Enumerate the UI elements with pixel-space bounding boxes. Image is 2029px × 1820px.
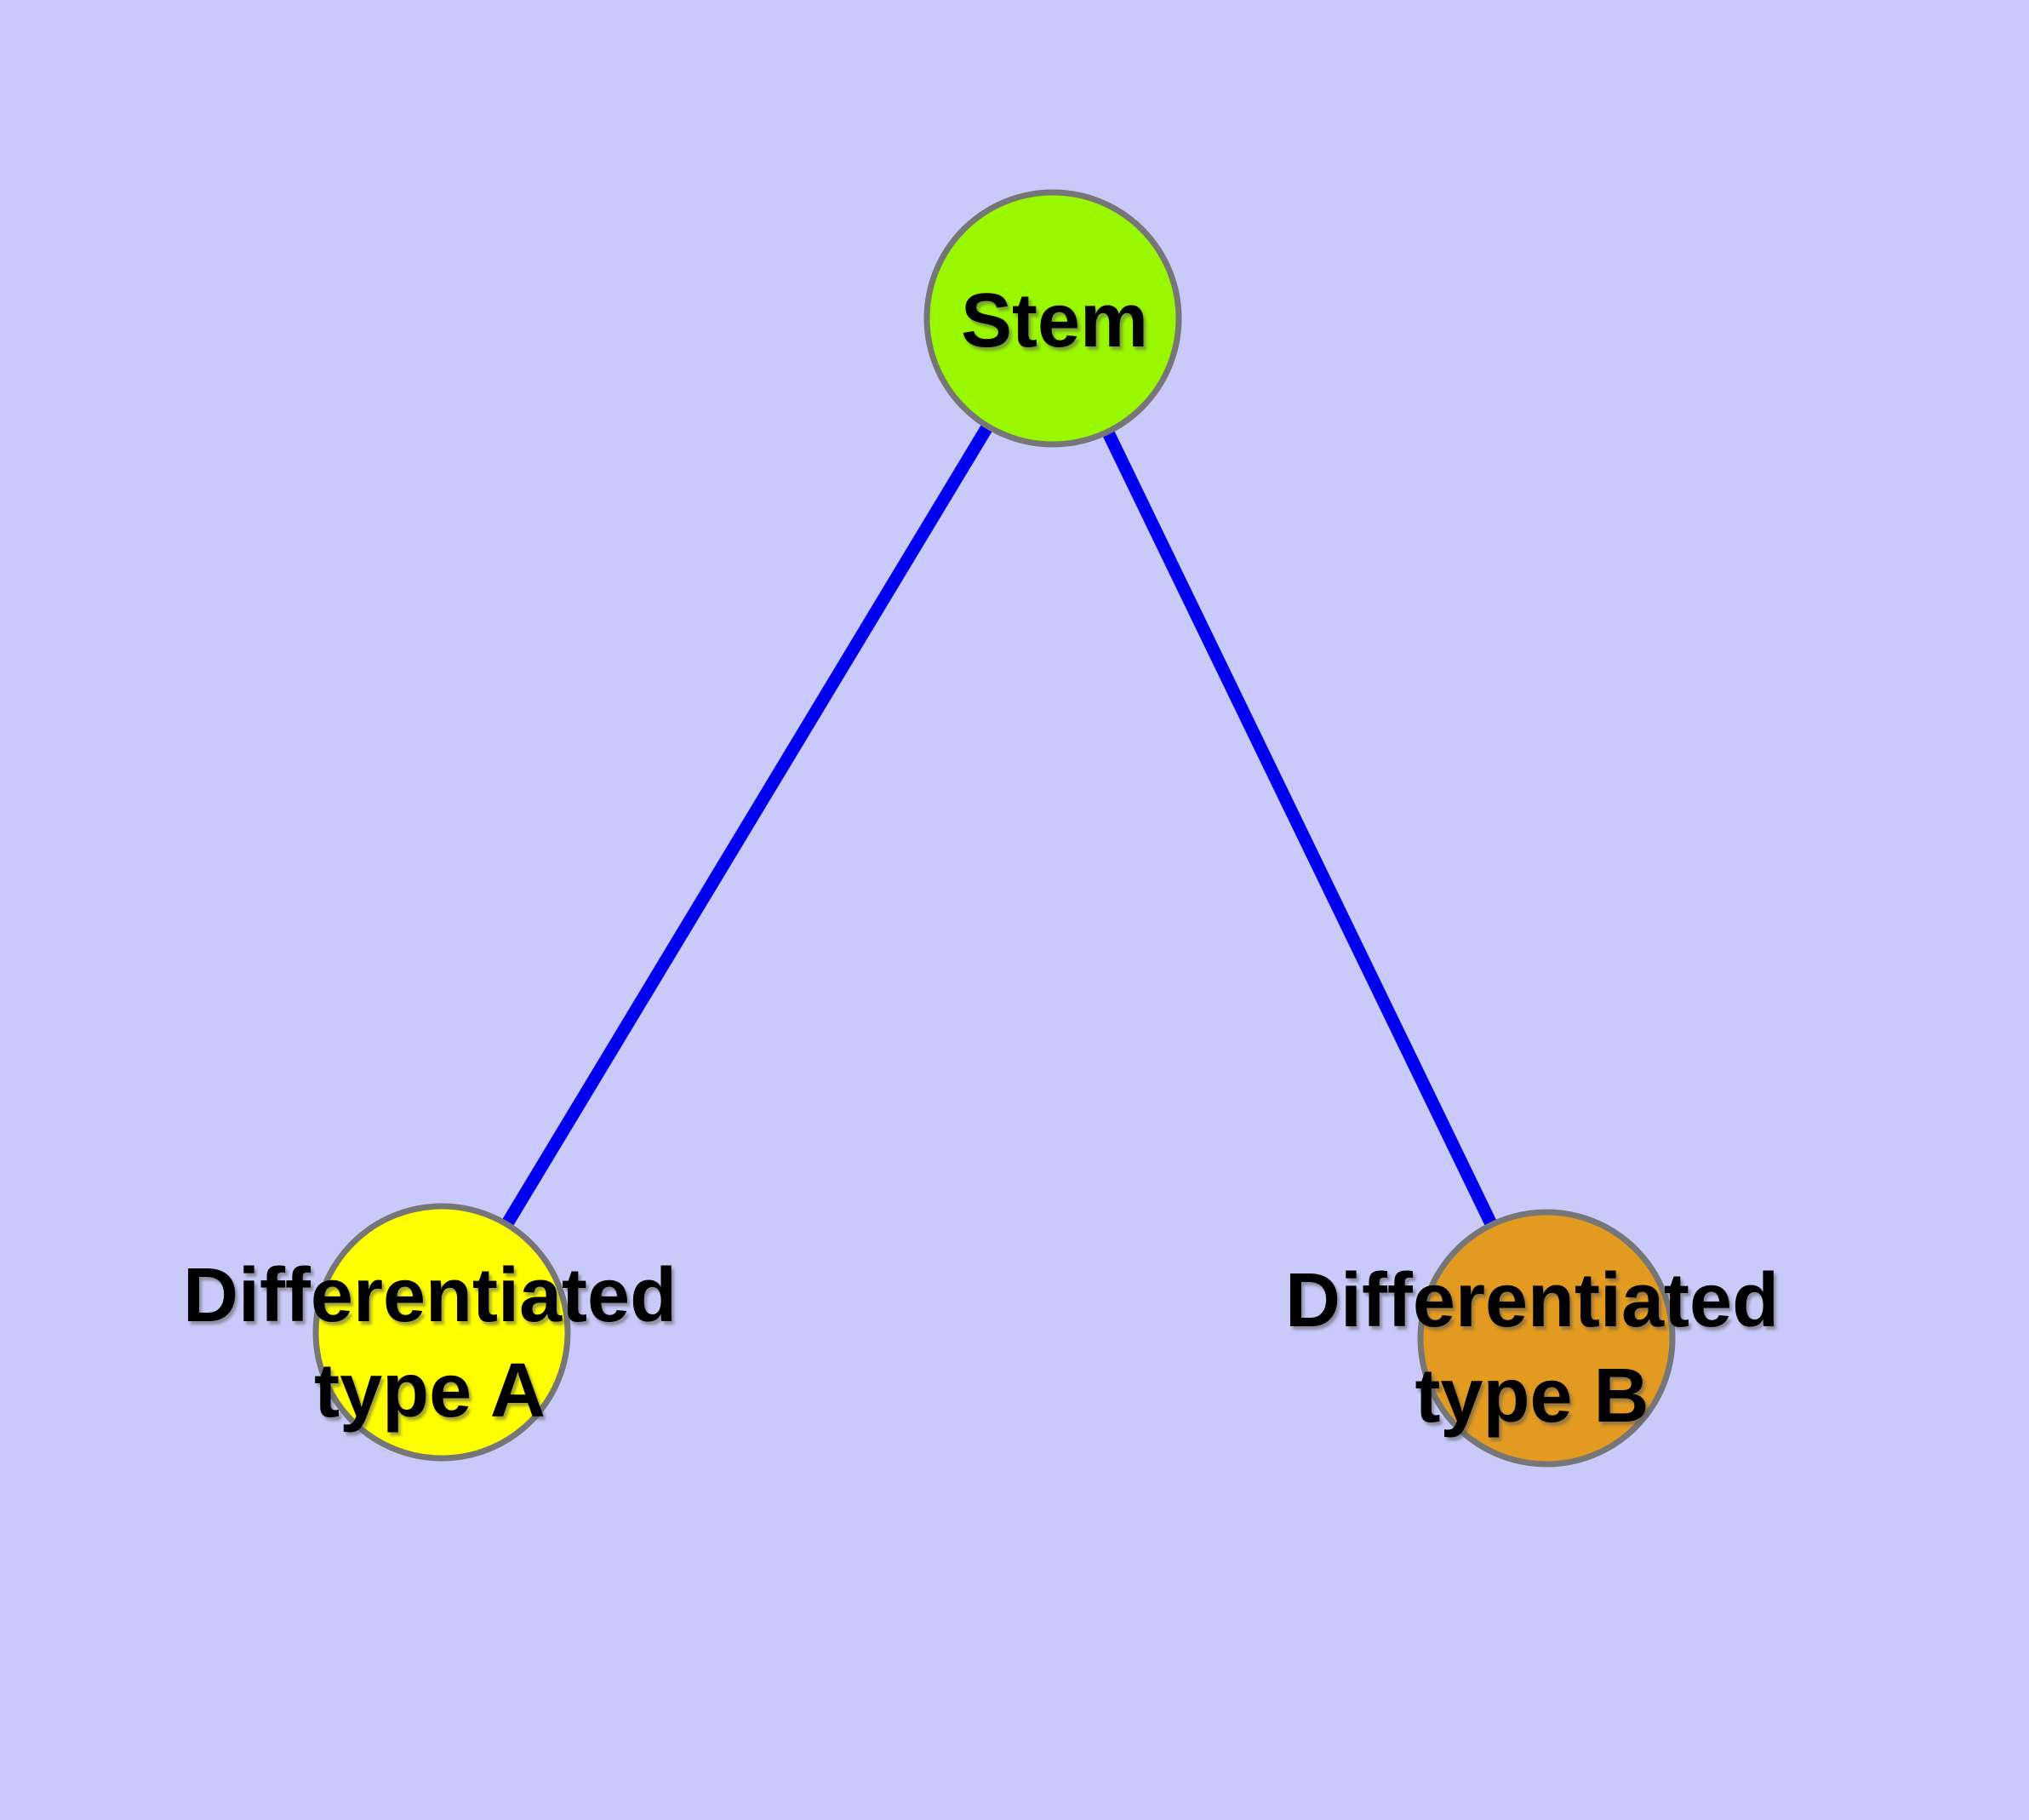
label-line: type A [314,1348,546,1434]
edge-stem-to-type-b [1047,315,1552,1342]
node-stem-label: Stem [961,273,1148,369]
node-type-b-circle [1417,1209,1676,1468]
label-line: type B [1415,1354,1649,1439]
node-type-a-circle [312,1203,571,1462]
node-stem-circle [923,189,1182,448]
label-line: Differentiated [182,1253,677,1338]
node-type-b-label: Differentiated type B [1285,1253,1779,1444]
label-line: Differentiated [1284,1258,1780,1343]
node-type-a-label: Differentiated type A [183,1248,677,1439]
edge-stem-to-type-a [436,315,1059,1336]
label-line: Stem [960,278,1149,363]
